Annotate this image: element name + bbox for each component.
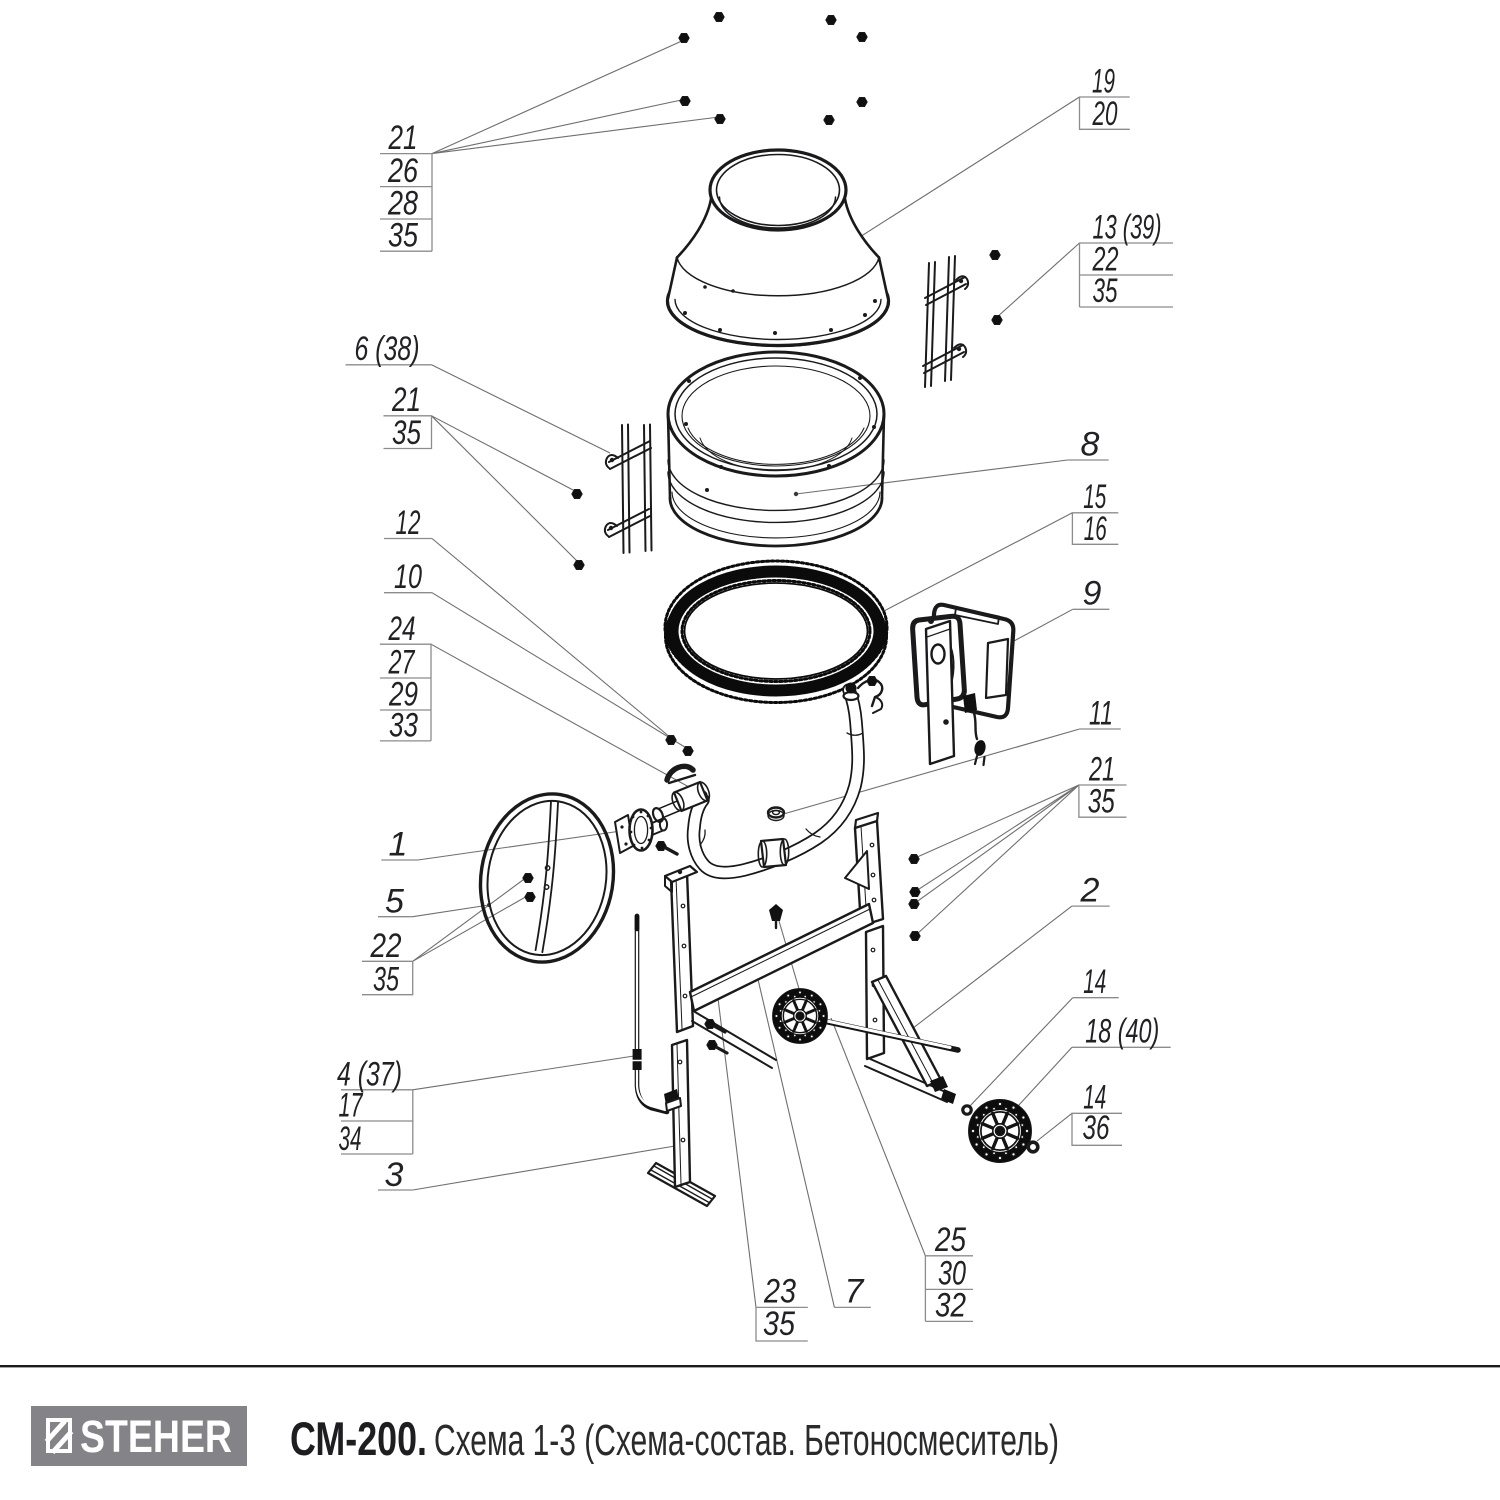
svg-text:27: 27: [388, 644, 415, 682]
svg-text:26: 26: [387, 152, 418, 190]
svg-text:36: 36: [1083, 1109, 1110, 1147]
svg-text:35: 35: [388, 217, 418, 255]
svg-text:33: 33: [389, 707, 418, 745]
svg-text:35: 35: [373, 961, 399, 999]
svg-text:7: 7: [845, 1273, 865, 1311]
svg-text:2: 2: [1080, 872, 1100, 910]
svg-text:5: 5: [385, 883, 404, 921]
svg-text:35: 35: [1088, 783, 1115, 821]
svg-text:13 (39): 13 (39): [1093, 209, 1162, 247]
svg-text:18 (40): 18 (40): [1085, 1013, 1159, 1051]
svg-text:30: 30: [938, 1255, 966, 1293]
svg-text:9: 9: [1083, 575, 1102, 613]
svg-text:25: 25: [934, 1221, 966, 1259]
svg-text:21: 21: [388, 119, 418, 157]
svg-text:3: 3: [385, 1156, 404, 1194]
svg-text:10: 10: [394, 558, 422, 596]
svg-text:6 (38): 6 (38): [355, 330, 420, 368]
svg-text:17: 17: [339, 1087, 364, 1125]
svg-text:12: 12: [396, 504, 421, 542]
svg-text:20: 20: [1092, 95, 1118, 133]
svg-text:14: 14: [1083, 1079, 1106, 1117]
svg-text:35: 35: [1093, 272, 1118, 310]
svg-text:15: 15: [1083, 478, 1106, 516]
svg-text:21: 21: [391, 381, 421, 419]
svg-text:8: 8: [1081, 426, 1100, 464]
svg-text:35: 35: [763, 1305, 795, 1343]
svg-text:29: 29: [388, 676, 418, 714]
svg-text:35: 35: [392, 414, 421, 452]
svg-text:19: 19: [1092, 63, 1115, 101]
svg-text:16: 16: [1084, 510, 1107, 548]
svg-text:24: 24: [388, 610, 416, 648]
svg-text:1: 1: [389, 826, 408, 864]
svg-text:28: 28: [387, 185, 418, 223]
svg-text:11: 11: [1089, 695, 1113, 733]
svg-text:14: 14: [1083, 963, 1106, 1001]
svg-text:23: 23: [763, 1273, 796, 1311]
svg-text:Схема 1-3 (Схема-состав. Бетон: Схема 1-3 (Схема-состав. Бетоносмеситель…: [434, 1416, 1059, 1465]
svg-text:СМ-200.: СМ-200.: [290, 1412, 427, 1465]
svg-text:21: 21: [1088, 751, 1115, 789]
svg-text:22: 22: [1092, 241, 1119, 279]
svg-text:4 (37): 4 (37): [337, 1056, 402, 1094]
svg-text:34: 34: [339, 1120, 362, 1158]
svg-text:32: 32: [935, 1287, 966, 1325]
svg-text:STEHER: STEHER: [80, 1411, 232, 1462]
svg-text:22: 22: [370, 927, 402, 965]
